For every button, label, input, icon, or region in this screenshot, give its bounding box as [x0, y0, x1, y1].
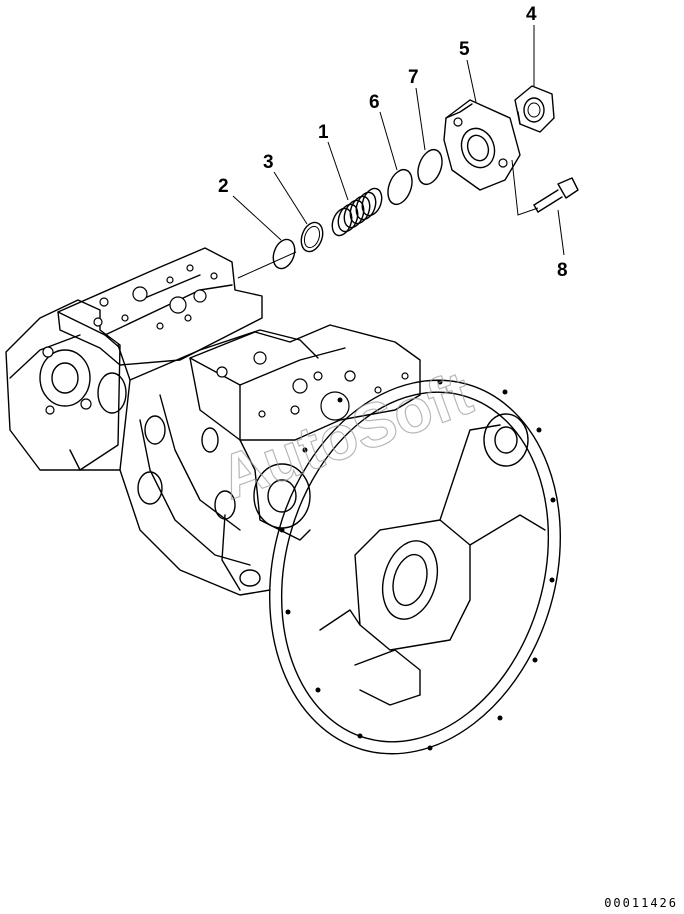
part-1-spring — [331, 187, 383, 237]
part-3-backup-ring — [300, 221, 324, 253]
part-8-bolt — [533, 177, 579, 213]
leader-6 — [379, 111, 398, 171]
drawing-number: 00011426 — [604, 896, 678, 910]
part-7-o-ring — [417, 148, 443, 186]
callout-3: 3 — [263, 152, 274, 173]
leader-2 — [232, 195, 282, 241]
leader-8 — [557, 209, 565, 256]
leader-3 — [273, 171, 308, 225]
hydraulic-pump-assembly — [5, 247, 421, 596]
flywheel-housing — [268, 379, 562, 755]
part-2-o-ring — [272, 238, 296, 270]
callout-1: 1 — [318, 122, 329, 143]
callout-2: 2 — [218, 176, 229, 197]
bolt-leader-line — [511, 159, 539, 216]
callout-8: 8 — [557, 260, 568, 281]
watermark-logo: AutoSoft — [211, 359, 481, 513]
callout-7: 7 — [408, 67, 419, 88]
part-6-o-ring — [387, 168, 413, 206]
assembly-axis-line — [237, 251, 297, 279]
callout-4: 4 — [526, 4, 537, 25]
leader-7 — [415, 87, 426, 151]
leader-1 — [327, 141, 349, 201]
leader-5 — [466, 59, 477, 103]
part-5-flange — [443, 99, 521, 191]
callout-5: 5 — [459, 39, 470, 60]
callout-6: 6 — [369, 92, 380, 113]
part-4-nut — [514, 85, 555, 133]
